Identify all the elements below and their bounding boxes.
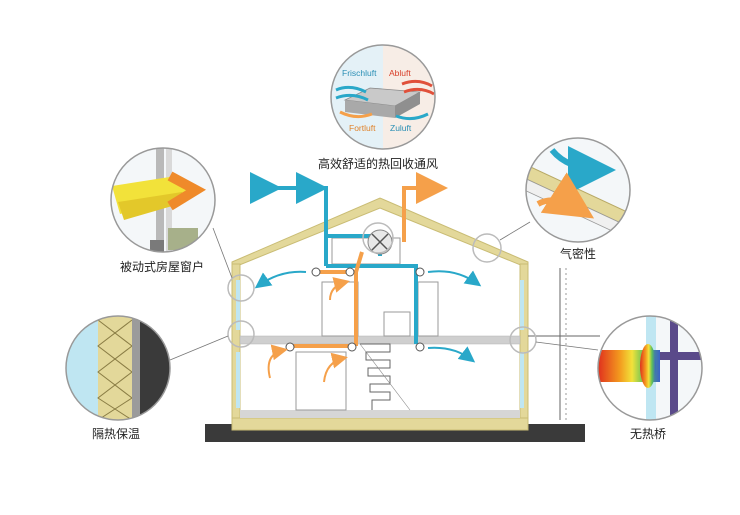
- fresh-air-label: Frischluft: [342, 68, 377, 78]
- supply-air-label: Zuluft: [390, 123, 412, 133]
- leader-lines: [169, 221, 599, 361]
- detail-markers: [227, 222, 537, 354]
- insulation-label: 隔热保温: [92, 427, 141, 441]
- insulation-detail-callout: [65, 315, 171, 421]
- air-outlets: [285, 267, 425, 352]
- airtightness-label: 气密性: [560, 247, 597, 261]
- exhaust-air-label: Abluft: [389, 68, 411, 78]
- thermal-bridge-detail-callout: [597, 315, 703, 421]
- hrv-detail-callout: Frischluft Abluft Fortluft Zuluft: [330, 44, 436, 150]
- heat-recovery-ventilation-label: 高效舒适的热回收通风: [318, 157, 439, 171]
- ventilation-ducts: [250, 172, 448, 348]
- passive-window-label: 被动式房屋窗户: [120, 260, 205, 274]
- no-thermal-bridge-label: 无热桥: [630, 427, 667, 441]
- room-airflow-arrows: [254, 270, 482, 383]
- window-detail-callout: [110, 147, 216, 253]
- airtightness-detail-callout: [525, 137, 631, 243]
- hrv-core: [367, 229, 393, 255]
- outgoing-air-label: Fortluft: [349, 123, 376, 133]
- house-envelope: [231, 197, 600, 431]
